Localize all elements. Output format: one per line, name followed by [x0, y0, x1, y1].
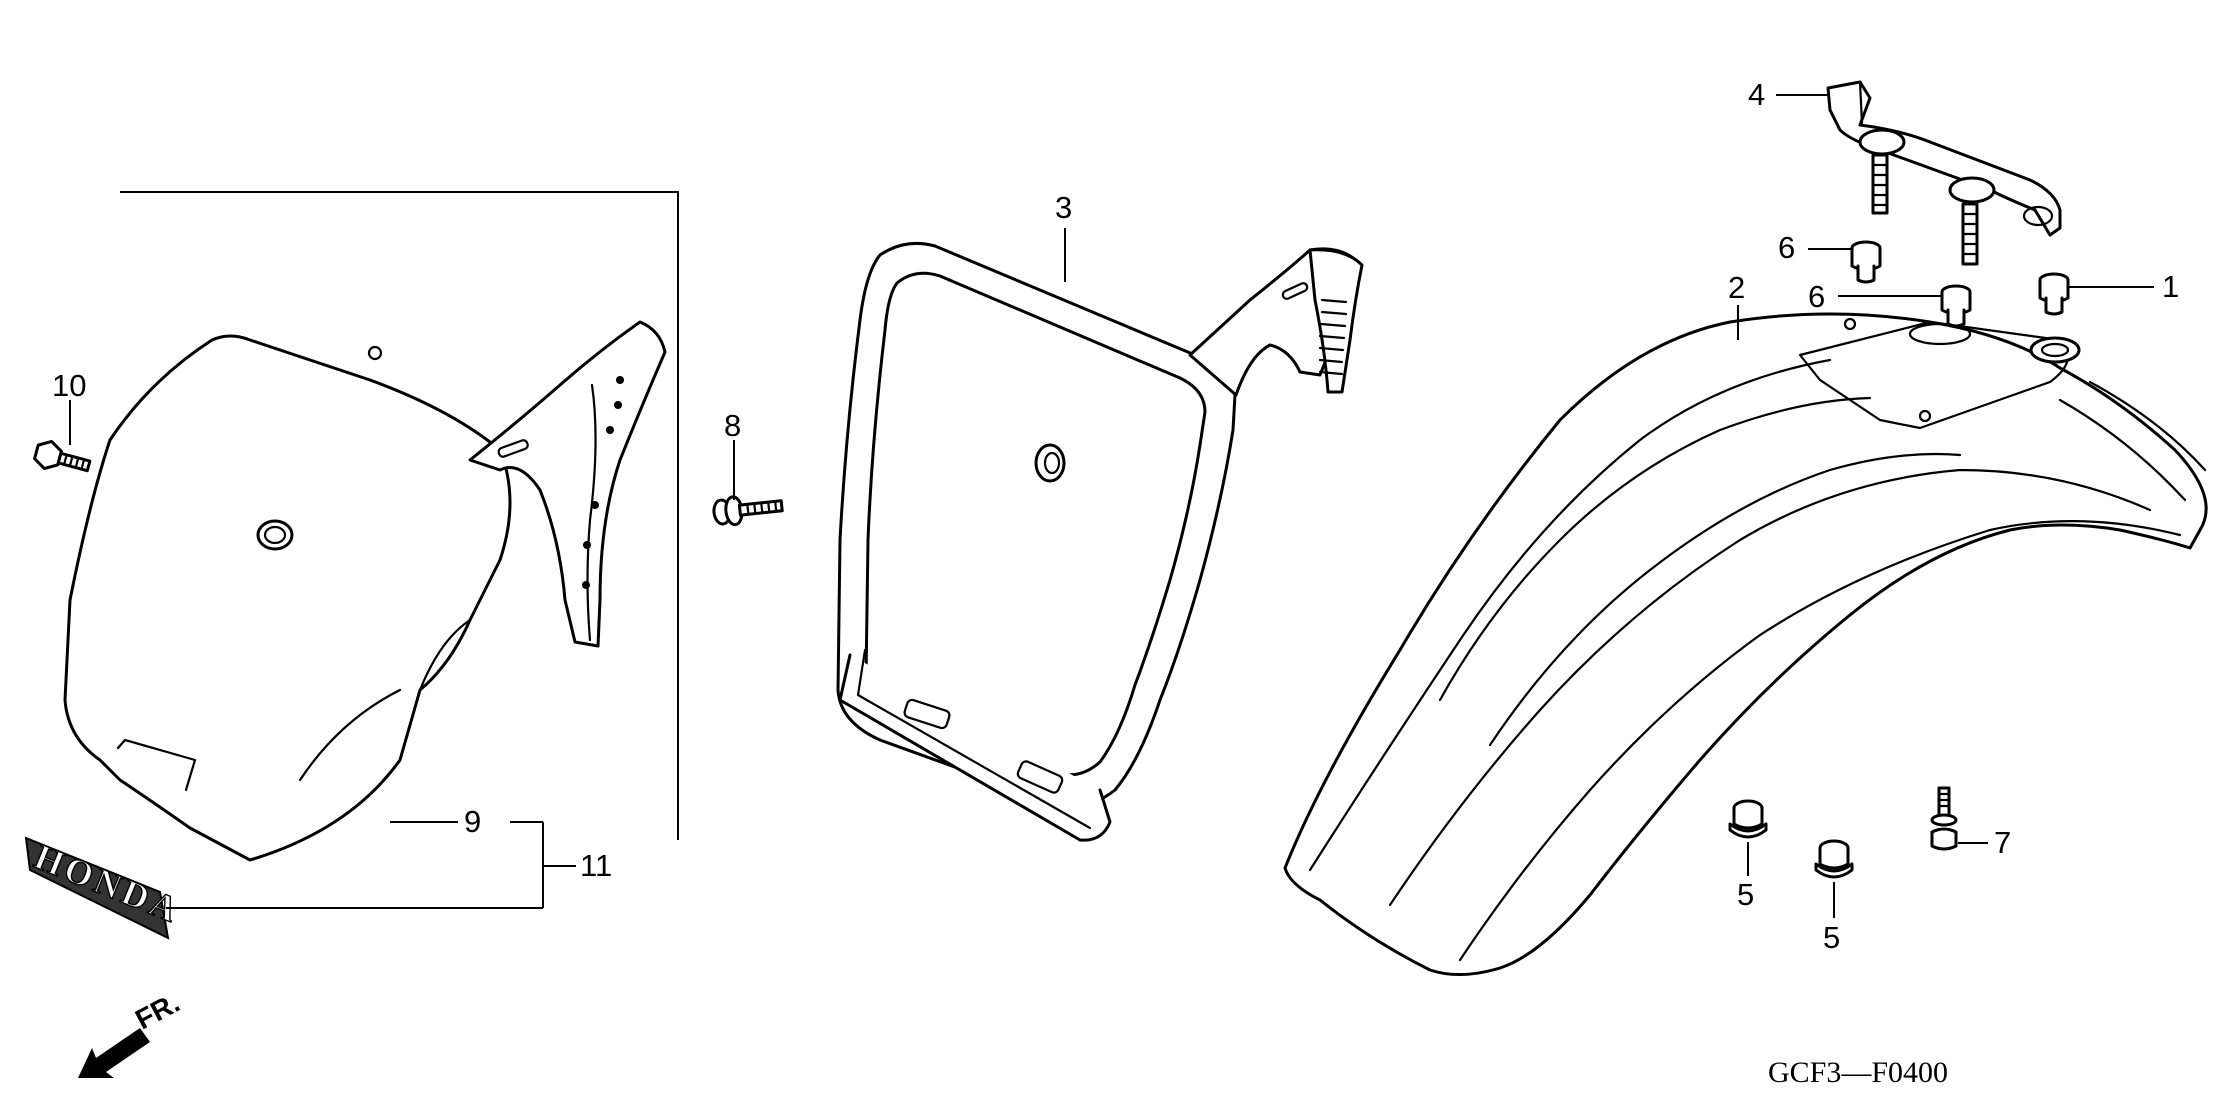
- leader-lines: [69, 94, 2154, 918]
- callout-6a: 6: [1778, 230, 1795, 265]
- emblem-text: HONDA: [29, 836, 187, 931]
- callout-4: 4: [1748, 77, 1765, 112]
- bolt-part-8: [712, 495, 784, 527]
- fender-brace-part-4: [1826, 80, 2062, 266]
- callout-8: 8: [724, 408, 741, 443]
- diagram-code: GCF3—F0400: [1768, 1056, 1948, 1089]
- collar-nut-part-6b: [1940, 284, 1972, 328]
- plate-frame-part-3: [836, 242, 1364, 842]
- flange-nut-part-5b: [1814, 839, 1854, 879]
- front-fender-part-2: [1283, 312, 2208, 977]
- callout-5b: 5: [1823, 920, 1840, 955]
- group-frame: [120, 191, 679, 840]
- collar-nut-part-6a: [1850, 240, 1882, 284]
- collar-nut-part-1: [2038, 272, 2070, 316]
- flange-nut-part-5a: [1728, 799, 1768, 839]
- callout-11: 11: [580, 848, 612, 883]
- callout-2: 2: [1728, 270, 1745, 305]
- bolt-part-7: [1930, 786, 1958, 851]
- callout-3: 3: [1055, 190, 1072, 225]
- callout-6b: 6: [1808, 279, 1825, 314]
- front-direction-arrow-icon: [78, 1028, 150, 1078]
- callout-9: 9: [464, 804, 481, 839]
- callout-5a: 5: [1737, 877, 1754, 912]
- callout-7: 7: [1994, 825, 2011, 860]
- callout-10: 10: [52, 368, 86, 403]
- callout-1: 1: [2162, 269, 2179, 304]
- bolt-part-10: [33, 439, 92, 473]
- number-plate-part-9: [63, 320, 667, 862]
- direction-label: FR.: [130, 987, 184, 1036]
- honda-emblem: HONDA: [24, 836, 187, 940]
